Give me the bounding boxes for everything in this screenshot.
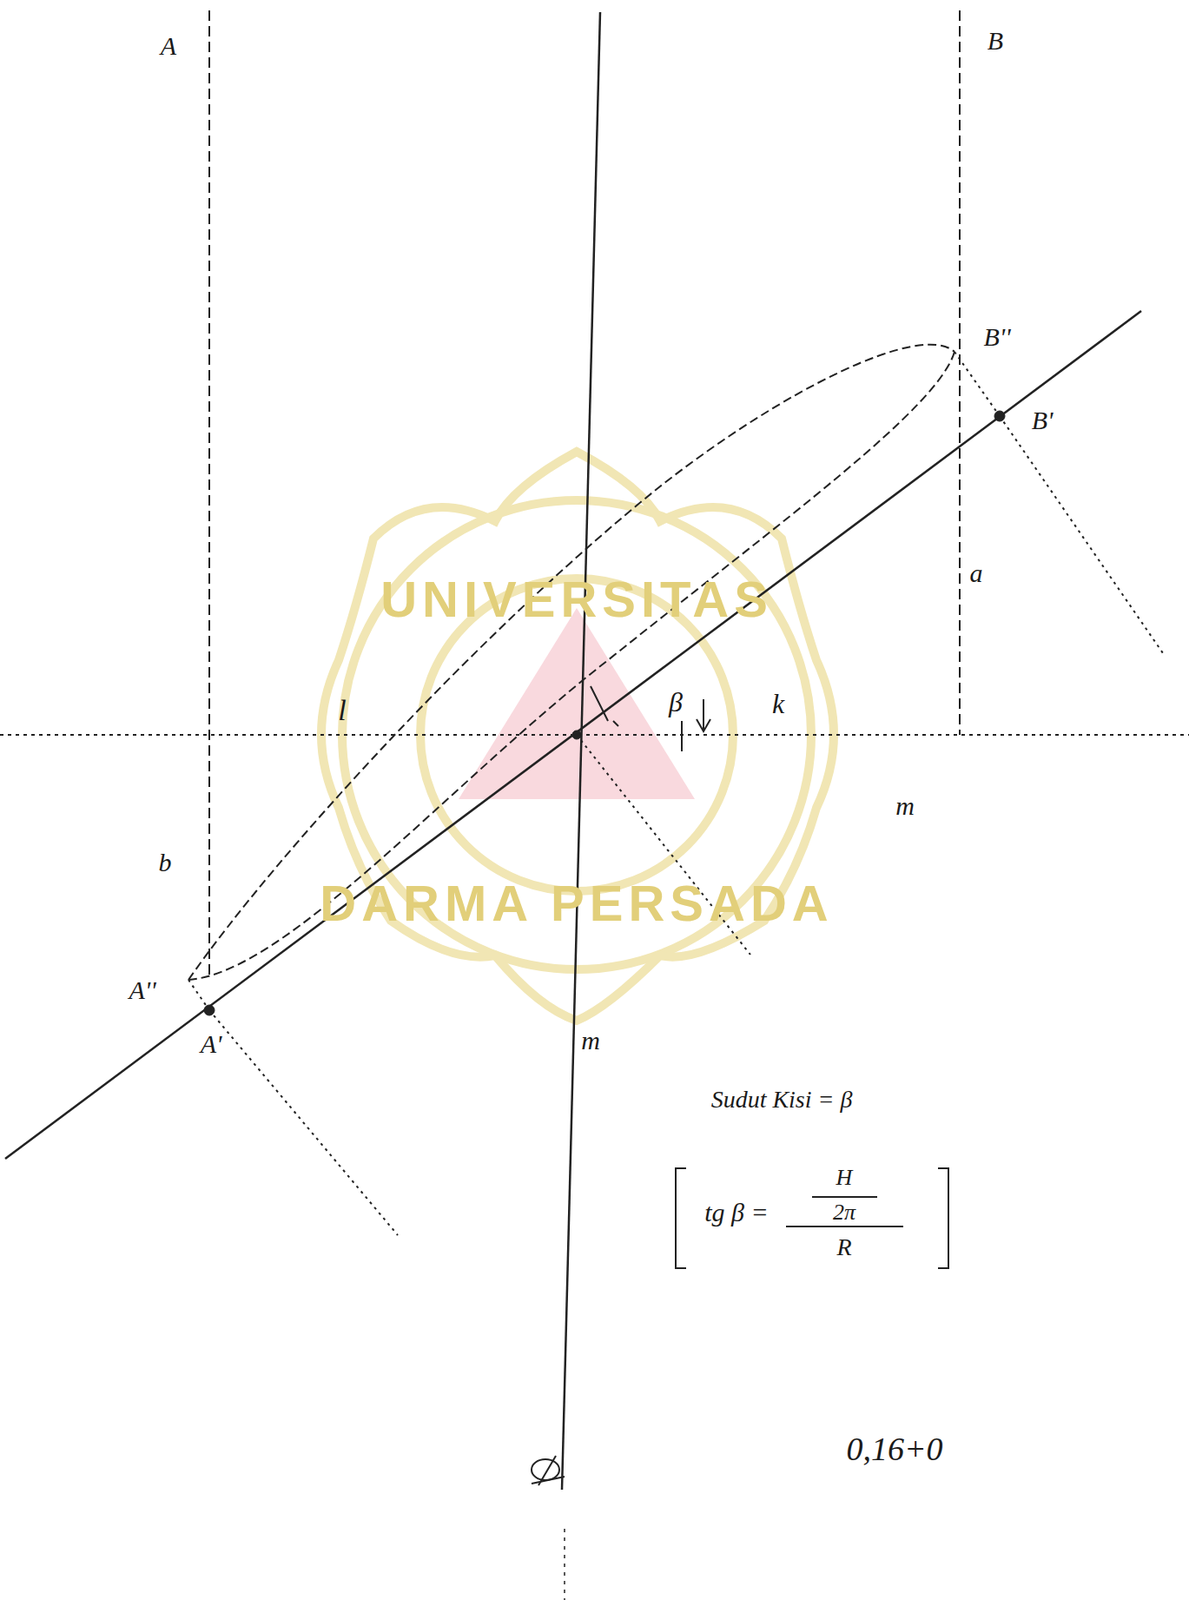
watermark: DARMA PERSADA	[319, 878, 833, 929]
watermark: UNIVERSITAS	[380, 574, 773, 625]
point-label: A	[160, 33, 177, 60]
point-label: B'	[1031, 407, 1054, 434]
formula-part: R	[836, 1235, 852, 1260]
construction-lines	[0, 10, 1189, 1600]
angle-label: β	[668, 687, 683, 716]
axis-label: m	[895, 792, 915, 820]
dimension-label: k	[772, 689, 785, 718]
watermark-emblem	[321, 451, 834, 1021]
formula-part: H	[836, 1166, 853, 1189]
dimension-label: b	[158, 849, 172, 876]
dimension-label: l	[337, 695, 346, 726]
point-label: A''	[128, 977, 156, 1004]
point-label: A'	[200, 1030, 223, 1057]
note: Sudut Kisi = β	[711, 1087, 853, 1112]
dimension-label: a	[970, 560, 984, 587]
watermark-triangle	[458, 607, 695, 800]
note: 0,16+0	[845, 1432, 943, 1466]
axis-label: m	[581, 1027, 601, 1054]
point-label: B	[987, 27, 1004, 54]
formula-part: tg β =	[704, 1199, 769, 1226]
point-label: B''	[983, 323, 1011, 351]
formula-part: 2π	[832, 1201, 856, 1224]
